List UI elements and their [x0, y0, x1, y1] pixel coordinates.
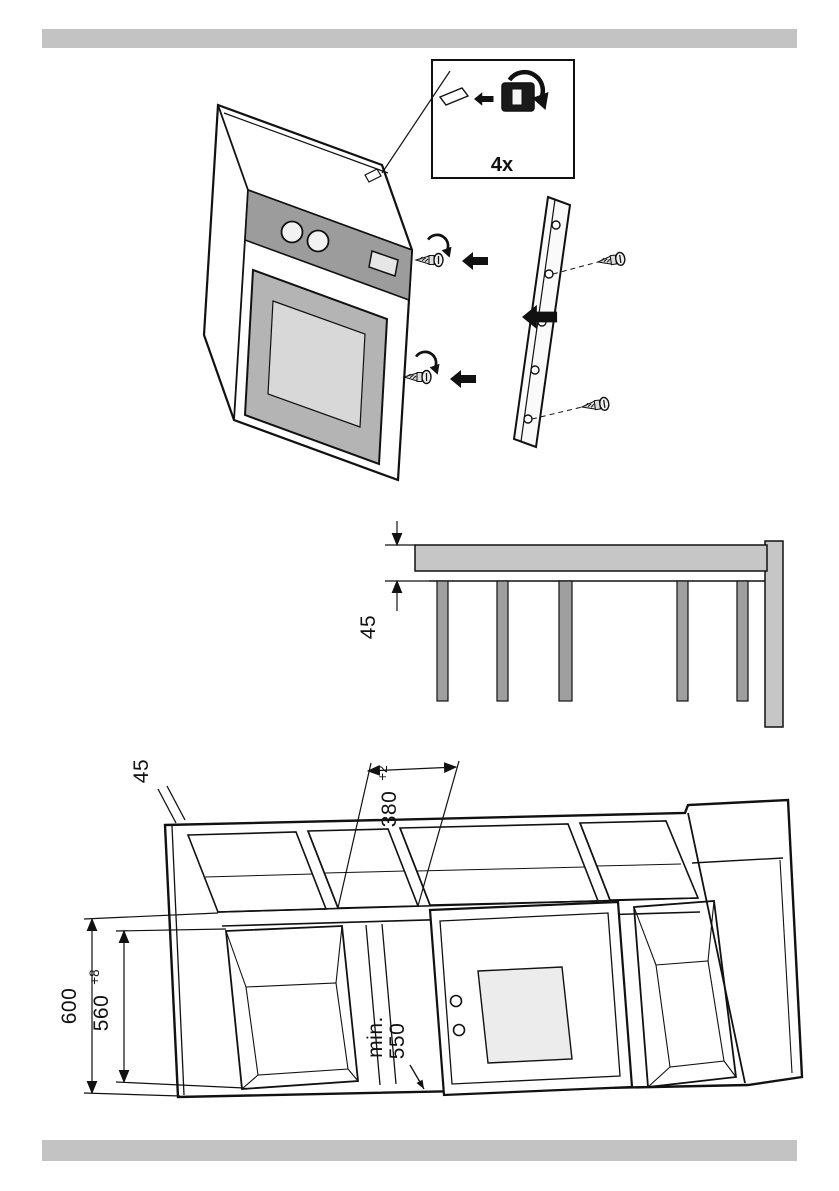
screw-hole — [364, 168, 382, 183]
left-compartment — [225, 925, 359, 1090]
dim-label-panel: 45 — [130, 759, 153, 783]
cabinet-panels-section — [436, 580, 749, 702]
footer-band — [42, 1140, 797, 1161]
dim-label-inner-width-tol: +8 — [87, 969, 102, 984]
min-depth-arrow — [409, 1064, 425, 1090]
inset-pointer-line — [381, 70, 451, 174]
worktop-slab — [414, 544, 768, 572]
dim-label-outer-width: 600 — [58, 988, 81, 1025]
dim-label-gap: 45 — [357, 615, 380, 639]
screw-icon — [403, 369, 432, 385]
dim-label-niche-width: 380 — [378, 791, 401, 828]
door-glass — [267, 300, 366, 428]
niche-width-dimension — [337, 760, 460, 909]
cabinet-edges — [171, 812, 793, 1096]
display-window — [368, 250, 399, 277]
figure-cabinet-dimensions: 45 380 +2 600 560 +8 min. 550 — [58, 759, 804, 1099]
outer-width-dimension — [83, 912, 219, 1097]
alignment-lines — [531, 261, 599, 420]
side-panel — [764, 540, 784, 728]
dim-label-inner-width: 560 — [90, 995, 113, 1032]
door-glass — [477, 966, 573, 1064]
direction-arrow-icon — [450, 370, 476, 388]
dim-label-min: min. — [364, 1016, 387, 1058]
built-in-appliance — [428, 900, 634, 1097]
detail-inset: 4x — [381, 59, 575, 179]
dim-label-min-value: 550 — [386, 1023, 409, 1060]
dim-label-niche-width-tol: +2 — [375, 765, 390, 780]
screw-icon — [415, 252, 444, 268]
hole-icon — [438, 87, 470, 106]
right-compartment — [633, 900, 738, 1088]
knob — [449, 994, 463, 1008]
appliance-drawing — [202, 103, 414, 482]
knob — [306, 229, 330, 253]
header-band — [42, 29, 797, 48]
figure-appliance-mounting: 4x — [202, 59, 627, 482]
screw-count-label: 4x — [491, 154, 513, 176]
figure-top-section: 45 — [357, 521, 784, 728]
panel-thickness-marks — [157, 785, 186, 824]
gap-dimension — [385, 521, 429, 611]
direction-arrow-icon — [462, 252, 488, 270]
knob — [280, 220, 304, 244]
inner-width-dimension — [115, 928, 245, 1089]
screw-icon — [596, 251, 627, 270]
niche-wall — [365, 923, 397, 1086]
screw-icon — [580, 396, 611, 415]
knob — [452, 1023, 466, 1037]
